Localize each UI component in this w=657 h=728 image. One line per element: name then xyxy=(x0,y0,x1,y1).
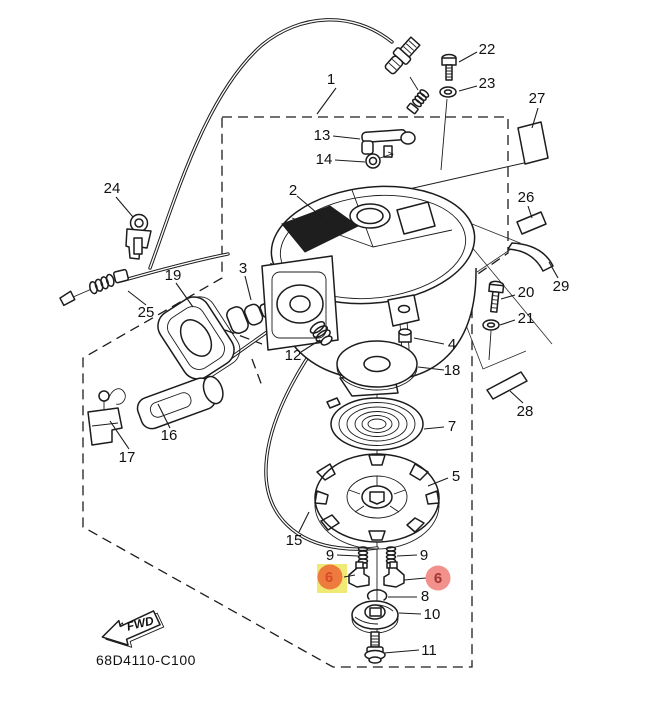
callout-14[interactable]: 14 xyxy=(316,151,333,168)
cable-lever-13 xyxy=(361,128,416,158)
callout-15[interactable]: 15 xyxy=(286,532,303,549)
callout-16[interactable]: 16 xyxy=(161,427,178,444)
friction-plate-18 xyxy=(336,340,418,391)
callout-10[interactable]: 10 xyxy=(424,606,441,623)
highlight-marker-6-right[interactable] xyxy=(403,565,451,591)
cable-end-fitting xyxy=(384,36,421,75)
callout-23[interactable]: 23 xyxy=(479,75,496,92)
starter-cable xyxy=(148,18,430,270)
bolt-20 xyxy=(488,280,505,313)
drawing-code: 68D4110-C100 xyxy=(96,652,196,668)
callout-6-right-highlighted[interactable]: 6 xyxy=(434,570,442,587)
starter-rope xyxy=(264,340,379,551)
bolt-22 xyxy=(441,53,457,81)
clip-washer-8 xyxy=(366,589,388,601)
lever-spring-14 xyxy=(365,151,394,169)
callout-1[interactable]: 1 xyxy=(327,71,335,88)
callout-13[interactable]: 13 xyxy=(314,127,331,144)
fwd-direction-arrow: FWD xyxy=(101,610,165,648)
callout-5[interactable]: 5 xyxy=(452,468,460,485)
drive-plate-10 xyxy=(351,600,399,634)
cable-end-25 xyxy=(59,268,129,307)
sticker-28 xyxy=(486,371,528,400)
cable-adjust-spring xyxy=(406,89,430,115)
rope-clamp-17 xyxy=(87,388,126,446)
callout-12[interactable]: 12 xyxy=(285,347,302,364)
sticker-27 xyxy=(517,121,549,165)
highlight-marker-6-left[interactable] xyxy=(317,564,356,593)
washer-23 xyxy=(439,86,457,98)
callout-11[interactable]: 11 xyxy=(421,642,437,659)
callout-21[interactable]: 21 xyxy=(518,310,535,327)
drive-pawl-left-6 xyxy=(348,561,370,588)
callout-27[interactable]: 27 xyxy=(529,90,546,107)
starter-handle-16 xyxy=(136,375,224,430)
callout-29[interactable]: 29 xyxy=(553,278,570,295)
sticker-26 xyxy=(516,211,547,235)
drive-pawl-right-6 xyxy=(383,561,405,588)
washer-21 xyxy=(482,319,500,331)
callout-26[interactable]: 26 xyxy=(518,189,535,206)
fwd-arrow-label: FWD xyxy=(125,613,155,633)
callout-24[interactable]: 24 xyxy=(104,180,121,197)
callout-28[interactable]: 28 xyxy=(517,403,534,420)
callout-17[interactable]: 17 xyxy=(119,449,136,466)
rope-guide-grommet-19 xyxy=(157,296,241,380)
callout-2[interactable]: 2 xyxy=(289,182,297,199)
callout-8[interactable]: 8 xyxy=(421,588,429,605)
drive-pulley-5 xyxy=(314,453,440,550)
bolt-11 xyxy=(364,631,386,664)
callout-labels: 1 2 3 4 5 7 8 9 9 10 11 12 13 14 15 16 1… xyxy=(104,41,570,659)
callout-25[interactable]: 25 xyxy=(138,304,155,321)
callout-19[interactable]: 19 xyxy=(165,267,182,284)
callout-18[interactable]: 18 xyxy=(444,362,461,379)
callout-3[interactable]: 3 xyxy=(239,260,247,277)
bushing-4 xyxy=(398,328,412,343)
callout-6-left-highlighted[interactable]: 6 xyxy=(325,569,333,586)
spiral-spring-7 xyxy=(326,397,424,451)
leader-lines xyxy=(109,51,559,654)
callout-9-right[interactable]: 9 xyxy=(420,547,428,564)
callout-9-left[interactable]: 9 xyxy=(326,547,334,564)
damper-29 xyxy=(507,242,554,272)
throttle-cable-assembly xyxy=(59,213,230,307)
callout-4[interactable]: 4 xyxy=(448,336,456,353)
rope-seal-12 xyxy=(309,321,333,346)
callout-20[interactable]: 20 xyxy=(518,284,535,301)
starter-case xyxy=(261,185,477,397)
callout-22[interactable]: 22 xyxy=(479,41,496,58)
callout-7[interactable]: 7 xyxy=(448,418,456,435)
